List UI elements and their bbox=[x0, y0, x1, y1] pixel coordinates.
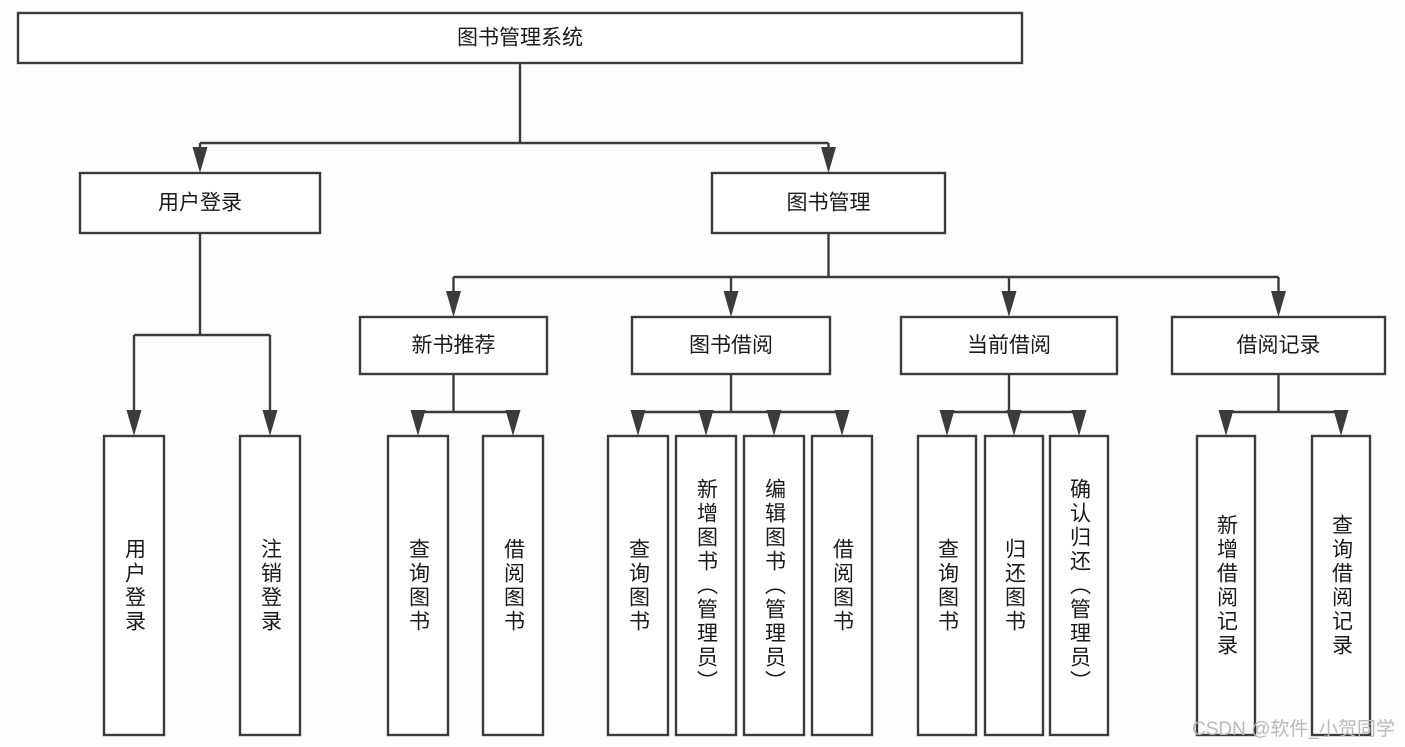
node-leaf-query-record-box[interactable] bbox=[1310, 434, 1372, 737]
watermark-text: CSDN @软件_小贺同学 bbox=[1192, 719, 1395, 740]
arrow-down-icon-level3-0 bbox=[446, 291, 461, 317]
node-leaf-logout-box[interactable] bbox=[238, 434, 302, 737]
node-leaf-borrow-book-2-box[interactable] bbox=[810, 434, 874, 737]
node-book-manage-box[interactable] bbox=[710, 171, 947, 235]
arrow-down-icon-leaf-add-book bbox=[698, 410, 714, 436]
node-leaf-add-record-box[interactable] bbox=[1195, 434, 1257, 737]
arrow-down-icon-leaf-add-record bbox=[1218, 410, 1234, 436]
arrow-down-icon-leaf-edit-book bbox=[766, 410, 782, 436]
node-leaf-query-book-2-box[interactable] bbox=[606, 434, 670, 737]
node-leaf-confirm-return-box[interactable] bbox=[1048, 434, 1110, 737]
arrow-down-icon-level3-2 bbox=[1001, 291, 1017, 317]
node-borrow-record-label: 借阅记录 bbox=[1237, 334, 1321, 357]
node-book-manage-label: 图书管理 bbox=[787, 192, 871, 215]
arrow-down-icon-leaf-user-login bbox=[126, 410, 142, 436]
node-book-borrow-label: 图书借阅 bbox=[689, 334, 773, 357]
node-root-title-label: 图书管理系统 bbox=[457, 27, 583, 50]
arrow-down-icon-level3-3 bbox=[1271, 291, 1286, 317]
arrow-down-icon-leaf-return-book bbox=[1006, 410, 1022, 436]
node-leaf-user-login-box[interactable] bbox=[102, 434, 166, 737]
node-user-login-box[interactable] bbox=[78, 171, 322, 235]
node-leaf-query-book-1-box[interactable] bbox=[386, 434, 450, 737]
arrow-down-icon-leaf-query-book-1 bbox=[410, 410, 426, 436]
node-new-book-rec-label: 新书推荐 bbox=[412, 334, 496, 357]
node-current-borrow-label: 当前借阅 bbox=[967, 334, 1051, 357]
node-leaf-add-book-box[interactable] bbox=[674, 434, 738, 737]
arrow-down-icon-leaf-borrow-book-1 bbox=[505, 410, 521, 436]
node-leaf-query-book-3-box[interactable] bbox=[916, 434, 978, 737]
arrow-down-icon-level2-1 bbox=[821, 147, 836, 173]
arrow-down-icon-leaf-logout bbox=[262, 410, 278, 436]
arrow-down-icon-leaf-query-record bbox=[1333, 410, 1349, 436]
node-root-title-box[interactable] bbox=[16, 11, 1024, 65]
node-borrow-record-box[interactable] bbox=[1170, 315, 1387, 376]
arrow-down-icon-leaf-query-book-2 bbox=[630, 410, 646, 436]
arrow-down-icon-leaf-query-book-3 bbox=[939, 410, 955, 436]
arrow-down-icon-leaf-borrow-book-2 bbox=[834, 410, 850, 436]
node-book-borrow-box[interactable] bbox=[630, 315, 832, 376]
arrow-down-icon-leaf-confirm-return bbox=[1071, 410, 1087, 436]
node-leaf-edit-book-box[interactable] bbox=[742, 434, 806, 737]
node-leaf-borrow-book-1-box[interactable] bbox=[481, 434, 545, 737]
node-leaf-return-book-box[interactable] bbox=[983, 434, 1045, 737]
arrow-down-icon-level3-1 bbox=[723, 291, 739, 317]
node-user-login-label: 用户登录 bbox=[158, 192, 242, 215]
arrow-down-icon-level2-0 bbox=[192, 147, 208, 173]
